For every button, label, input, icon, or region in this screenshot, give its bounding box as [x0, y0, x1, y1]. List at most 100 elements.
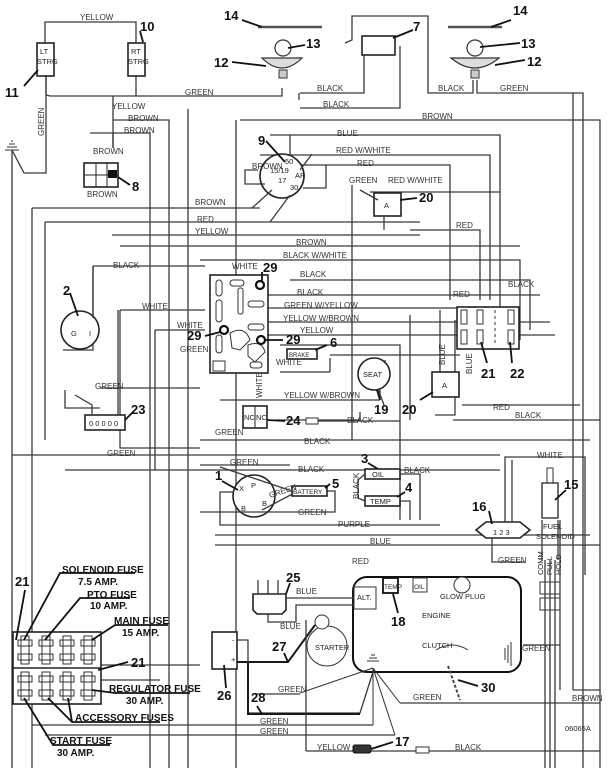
wire-label: GREEN: [278, 685, 307, 694]
svg-text:NC: NC: [244, 413, 255, 422]
callout-9: 9: [258, 133, 265, 148]
fuse-regulator-rating: 30 AMP.: [126, 696, 163, 707]
temp-sender-18: [382, 577, 399, 594]
wire-label: BLACK: [508, 280, 535, 289]
svg-text:AR: AR: [295, 171, 306, 180]
wire-label: YELLOW: [80, 13, 114, 22]
connector-29a-icon: [254, 279, 266, 291]
wire-label: BLACK W/WHITE: [283, 251, 347, 260]
relay-20-lower: [431, 371, 460, 398]
callout-8: 8: [132, 179, 139, 194]
wire-label: RED: [357, 159, 374, 168]
callout-10: 10: [140, 19, 154, 34]
wire-label: GREEN: [298, 508, 327, 517]
fuse-terminal: [80, 675, 96, 683]
fuse-legend-leaders: [15, 572, 190, 746]
fuse-cell: [62, 671, 72, 701]
wire-label: RED: [352, 557, 369, 566]
svg-text:P: P: [251, 481, 256, 490]
svg-text:30: 30: [290, 183, 298, 192]
fuse-terminal: [80, 639, 96, 647]
wire-label: BROWN: [128, 114, 159, 123]
wire-label: GREEN: [95, 382, 124, 391]
wire-label: WHITE: [537, 451, 563, 460]
wire-label: GREEN: [37, 107, 46, 136]
engine-ground-fan: [32, 620, 600, 752]
solenoid-comm-label: COMM: [536, 551, 545, 575]
fuse-cell: [41, 671, 51, 701]
lamp-housing-left-icon: [260, 57, 304, 69]
svg-text:15/19: 15/19: [270, 166, 289, 175]
fuse-terminal: [59, 689, 75, 697]
wire-label: RED: [453, 290, 470, 299]
callout-21: 21: [481, 366, 495, 381]
wire-label: BLUE: [465, 353, 474, 374]
wire-label: BLACK: [323, 100, 350, 109]
fuse-main-rating: 15 AMP.: [122, 628, 159, 639]
callout-5: 5: [332, 476, 339, 491]
wire-label: YELLOW: [195, 227, 229, 236]
callout-14-right: 14: [513, 3, 528, 18]
fuse-main-name: MAIN FUSE: [114, 616, 169, 627]
fuse-accessory-name: ACCESSORY FUSES: [75, 713, 174, 724]
fuse-solenoid-name: SOLENOID FUSE: [62, 565, 144, 576]
callout-29-right: 29: [286, 332, 300, 347]
wire-label: YELLOW: [317, 743, 351, 752]
brake-label: BRAKE: [289, 353, 309, 359]
callout-2: 2: [63, 283, 70, 298]
callout-13-left: 13: [306, 36, 320, 51]
fuse-regulator-name: REGULATOR FUSE: [109, 684, 201, 695]
svg-text:TEMP: TEMP: [370, 497, 391, 506]
callout-17: 17: [395, 734, 409, 749]
svg-text:SOLENOID: SOLENOID: [536, 532, 575, 541]
svg-text:A: A: [384, 201, 389, 210]
brake-switch-6: [286, 348, 318, 360]
right-steering-switch: [127, 42, 146, 77]
callout-21-legend-top: 21: [15, 574, 29, 589]
wire-label: BLUE: [280, 622, 301, 631]
callout-4: 4: [405, 480, 413, 495]
seat-label: SEAT: [363, 370, 382, 379]
clutch-wire-30: [447, 665, 461, 701]
ground-triangle-icon: [367, 654, 379, 662]
callout-23: 23: [131, 402, 145, 417]
wire-label: GREEN: [522, 644, 551, 653]
wire-label: BLACK: [438, 84, 465, 93]
callout-28: 28: [251, 690, 265, 705]
wire-label: GREEN: [180, 345, 209, 354]
engine-temp-label: TEMP: [384, 584, 402, 591]
engine-oil-label: OIL: [414, 584, 425, 591]
wire-label: GREEN: [185, 88, 214, 97]
fuse-pto-name: PTO FUSE: [87, 590, 137, 601]
wire-label: GREEN: [215, 428, 244, 437]
relay-20-upper: A: [359, 189, 402, 230]
callout-29-left: 29: [187, 328, 201, 343]
svg-text:-: -: [232, 636, 235, 645]
inline-connector-icon: [415, 746, 430, 754]
wires-top: [11, 15, 601, 768]
svg-text:G: G: [71, 329, 77, 338]
wire-label: BLUE: [438, 344, 447, 365]
callout-7: 7: [413, 19, 420, 34]
callout-12-right: 12: [527, 54, 541, 69]
callout-29-top: 29: [263, 260, 277, 275]
fuse-cells: [17, 635, 96, 701]
fuse-start-rating: 30 AMP.: [57, 748, 94, 759]
fuse-terminal: [59, 653, 75, 661]
fuse-terminal: [38, 653, 54, 661]
bulb-right-icon: [466, 39, 484, 57]
callout-25: 25: [286, 570, 300, 585]
callout-16: 16: [472, 499, 486, 514]
starter-label: STARTER: [315, 643, 350, 652]
wire-label: BROWN: [124, 126, 155, 135]
wire-label: GREEN: [230, 458, 259, 467]
headlight-left: [258, 25, 322, 79]
fuse-cell: [20, 635, 30, 665]
fuse-start-name: START FUSE: [50, 736, 112, 747]
wire-label: RED: [197, 215, 214, 224]
callout-15: 15: [564, 477, 578, 492]
wire-label: BLACK: [300, 270, 327, 279]
starter-solenoid-icon: [314, 614, 330, 630]
fuse-terminal: [80, 653, 96, 661]
left-steering-label-a: LT: [40, 47, 49, 56]
